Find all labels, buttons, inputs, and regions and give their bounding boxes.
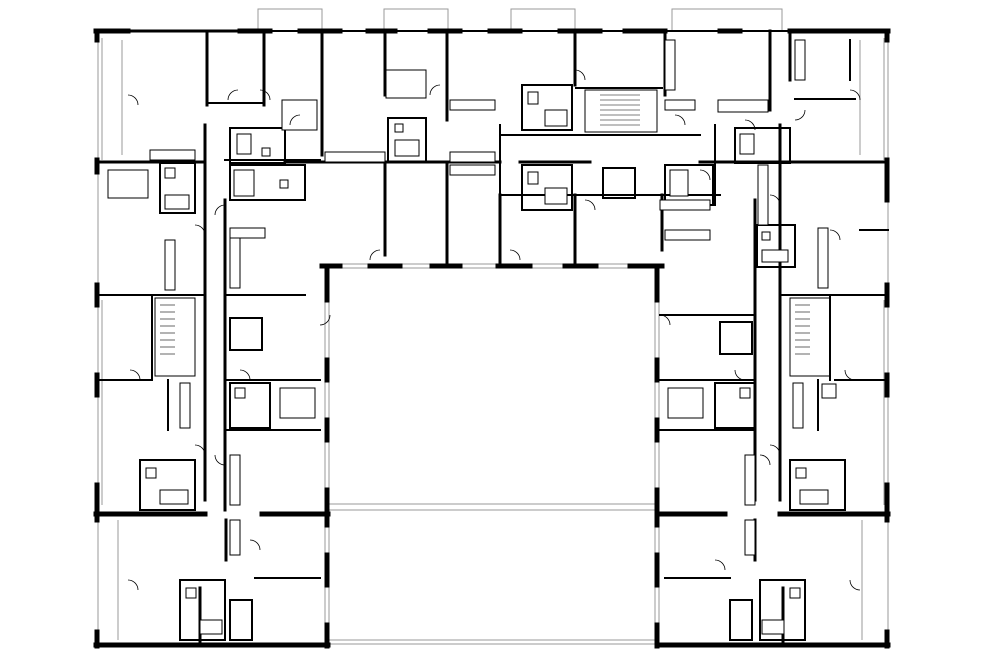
outer-walls [93, 28, 891, 649]
partition-walls [94, 29, 890, 647]
beds [107, 69, 837, 419]
courtyard-walls [319, 263, 665, 649]
glazing-lines [97, 38, 889, 645]
stairwells [154, 89, 831, 377]
kitchens [149, 39, 829, 556]
doors [127, 69, 861, 591]
bathrooms [139, 84, 846, 641]
top-balconies [257, 8, 783, 32]
